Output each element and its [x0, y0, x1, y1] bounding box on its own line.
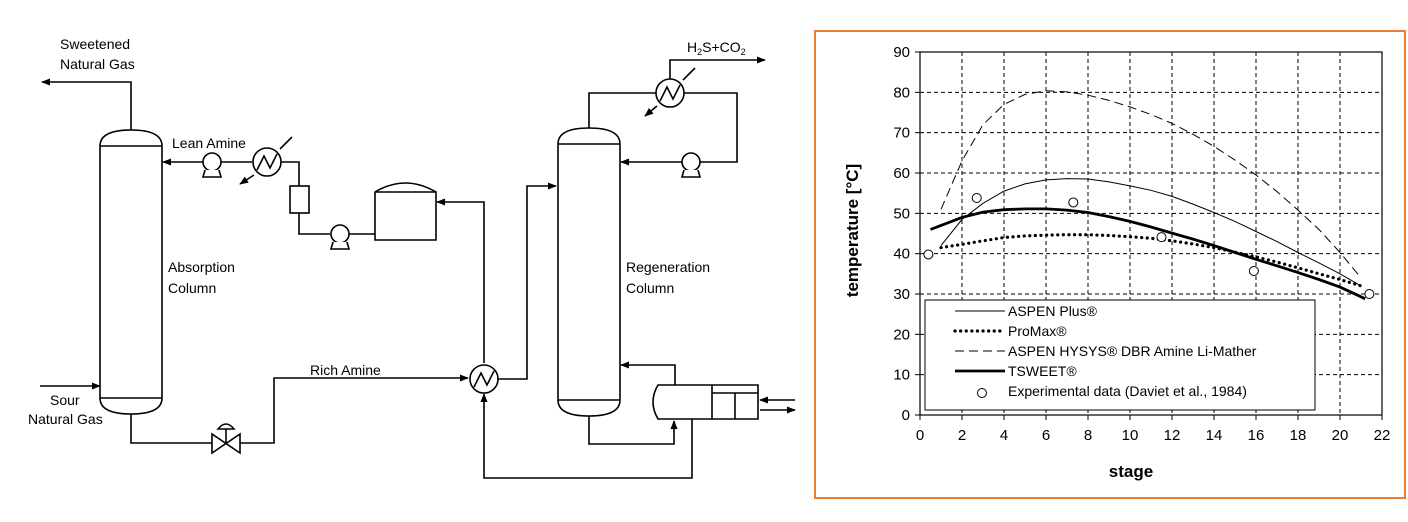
- overhead-vapor-line: [588, 92, 656, 128]
- acid-gas-line: [669, 56, 766, 79]
- acid-gas-label: H2S+CO2: [687, 39, 746, 57]
- sweetened-gas-line: [41, 78, 132, 130]
- y-tick-label: 10: [893, 367, 910, 384]
- legend-label: ProMax®: [1008, 323, 1067, 339]
- y-tick-label: 90: [893, 44, 910, 61]
- x-axis-title: stage: [1109, 462, 1153, 481]
- legend-label: ASPEN Plus®: [1008, 303, 1098, 319]
- x-tick-label: 18: [1290, 427, 1307, 444]
- rich-amine-label: Rich Amine: [310, 362, 381, 378]
- legend-label: ASPEN HYSYS® DBR Amine Li-Mather: [1008, 343, 1257, 359]
- y-tick-label: 80: [893, 84, 910, 101]
- legend-label: TSWEET®: [1008, 363, 1077, 379]
- x-tick-label: 0: [916, 427, 924, 444]
- y-tick-label: 60: [893, 165, 910, 182]
- legend-box: [924, 299, 1316, 411]
- regeneration-label-1: Regeneration: [626, 259, 710, 275]
- overhead-condenser: [644, 67, 696, 117]
- absorption-label-1: Absorption: [168, 259, 235, 275]
- exchanger-to-tank-line: [436, 198, 485, 363]
- chart-border: [814, 30, 1406, 499]
- kettle-reboiler: [652, 384, 759, 420]
- x-tick-label: 22: [1374, 427, 1391, 444]
- x-tick-label: 10: [1122, 427, 1139, 444]
- legend-marker: [977, 388, 987, 398]
- sour-label-2: Natural Gas: [28, 411, 103, 427]
- reflux-pump: [680, 152, 702, 178]
- reboiler-vapor-line: [620, 361, 676, 385]
- x-tick-label: 16: [1248, 427, 1265, 444]
- legend-label: Experimental data (Daviet et al., 1984): [1008, 383, 1247, 399]
- sweetened-label-2: Natural Gas: [60, 56, 135, 72]
- reboiler-return-line: [480, 393, 693, 479]
- y-tick-label: 20: [893, 326, 910, 343]
- lean-amine-cooler: [239, 136, 293, 185]
- y-tick-label: 50: [893, 205, 910, 222]
- data-point: [923, 249, 934, 260]
- storage-pump: [329, 224, 351, 250]
- regeneration-column: [557, 127, 621, 417]
- reboiler-bottoms-line: [588, 416, 678, 445]
- x-tick-label: 6: [1042, 427, 1050, 444]
- control-valve: [211, 423, 241, 455]
- y-axis-title: temperature [°C]: [843, 164, 862, 297]
- y-tick-label: 40: [893, 246, 910, 263]
- data-point: [1364, 289, 1375, 299]
- temperature-chart: 0 2 4 6 8 10 12 14 16 18 20 22 0 10 20 30 40 50 60 70 80 90 st…: [843, 44, 1390, 481]
- x-tick-label: 8: [1084, 427, 1092, 444]
- data-point: [1248, 266, 1259, 277]
- cross-heat-exchanger: [469, 364, 499, 394]
- series-line-3: [929, 207, 1366, 301]
- rich-amine-line: [130, 378, 468, 444]
- reflux-line: [684, 92, 738, 163]
- x-tick-label: 4: [1000, 427, 1008, 444]
- lean-amine-label: Lean Amine: [172, 135, 246, 151]
- absorption-column: [99, 129, 163, 415]
- exchanger-to-regenerator-line: [498, 182, 557, 380]
- x-tick-label: 2: [958, 427, 966, 444]
- regeneration-label-2: Column: [626, 280, 674, 296]
- cooler-to-filter-line: [281, 161, 300, 186]
- data-point: [1156, 232, 1167, 243]
- absorption-label-2: Column: [168, 280, 216, 296]
- y-tick-label: 30: [893, 286, 910, 303]
- x-tick-label: 14: [1206, 427, 1223, 444]
- series-line-1: [939, 233, 1363, 288]
- sour-label-1: Sour: [50, 392, 80, 408]
- amine-filter: [289, 185, 310, 214]
- series-line-0: [940, 178, 1362, 287]
- y-tick-label: 0: [902, 407, 910, 424]
- x-tick-label: 20: [1332, 427, 1349, 444]
- data-point: [971, 193, 982, 204]
- data-point: [1068, 197, 1079, 208]
- lean-amine-pump: [201, 152, 223, 178]
- filter-to-pump-line: [298, 213, 330, 235]
- x-tick-label: 12: [1164, 427, 1181, 444]
- sweetened-label-1: Sweetened: [60, 36, 130, 52]
- series-line-2: [940, 90, 1362, 279]
- y-tick-label: 70: [893, 125, 910, 142]
